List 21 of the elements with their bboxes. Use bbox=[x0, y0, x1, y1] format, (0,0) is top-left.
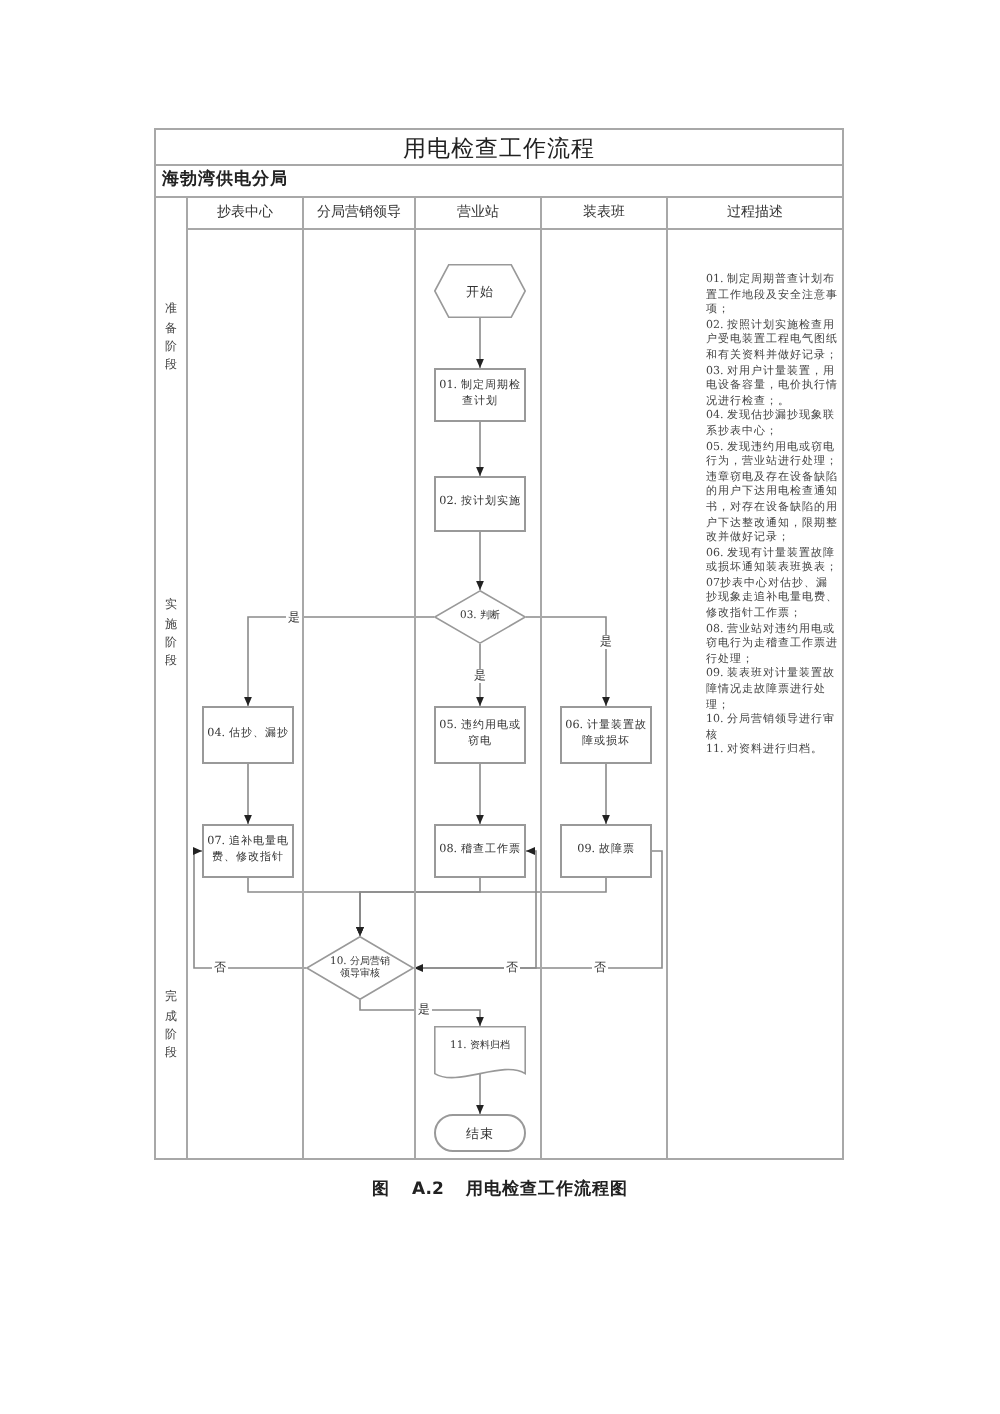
flow-arrow bbox=[359, 999, 484, 1027]
flow-arrow bbox=[476, 1072, 484, 1115]
flow-arrow bbox=[356, 877, 607, 937]
swimlane-pool bbox=[154, 164, 844, 1160]
flow-arrow bbox=[244, 763, 252, 825]
flow-arrow bbox=[413, 850, 663, 972]
diagram-title: 用电检查工作流程 bbox=[154, 128, 844, 166]
flow-arrow bbox=[476, 421, 484, 477]
swimlane bbox=[304, 198, 416, 1158]
flow-arrow bbox=[476, 531, 484, 591]
flow-arrow bbox=[193, 847, 307, 969]
flow-arrow bbox=[525, 616, 610, 707]
flow-arrow bbox=[476, 317, 484, 369]
flow-arrow bbox=[476, 763, 484, 825]
flow-arrow bbox=[244, 616, 435, 707]
swimlane bbox=[188, 198, 304, 1158]
flow-arrow bbox=[602, 763, 610, 825]
pool-header: 海勃湾供电分局 bbox=[162, 167, 288, 194]
figure-caption: 图 A.2 用电检查工作流程图 bbox=[372, 1180, 628, 1202]
swimlane bbox=[416, 198, 542, 1158]
swimlane bbox=[542, 198, 668, 1158]
